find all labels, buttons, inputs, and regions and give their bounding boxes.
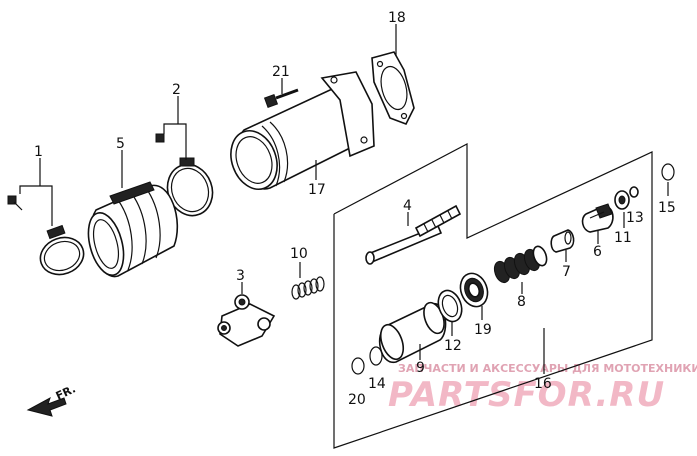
callout-15: 15 — [658, 200, 676, 216]
ring-13 — [629, 186, 639, 198]
shaft-4 — [365, 204, 462, 265]
callout-19: 19 — [474, 322, 492, 338]
spring-8 — [493, 245, 548, 284]
callout-17: 17 — [308, 182, 326, 198]
clamp-2 — [166, 157, 214, 217]
callout-14: 14 — [368, 376, 386, 392]
snapring-14 — [369, 346, 383, 366]
callout-9: 9 — [416, 360, 425, 376]
bracket-2 — [163, 123, 187, 160]
watermark-brand: PARTSFOR.RU — [388, 375, 665, 415]
washer-11 — [614, 190, 630, 210]
callout-11: 11 — [614, 230, 632, 246]
boot-5 — [87, 181, 179, 278]
bolt-2 — [155, 133, 165, 143]
callout-10: 10 — [290, 246, 308, 262]
callout-16: 16 — [534, 376, 552, 392]
bolt-21 — [263, 88, 299, 109]
callout-6: 6 — [593, 244, 602, 260]
spring-10 — [291, 276, 325, 300]
callout-18: 18 — [388, 10, 406, 26]
clamp-1 — [39, 224, 85, 276]
callout-2: 2 — [172, 82, 181, 98]
watermark-text: ЗАПЧАСТИ И АКСЕССУАРЫ ДЛЯ МОТОТЕХНИКИ — [398, 362, 697, 375]
housing-17 — [230, 71, 375, 190]
callout-12: 12 — [444, 338, 462, 354]
callout-5: 5 — [116, 136, 125, 152]
callout-4: 4 — [403, 198, 412, 214]
gasket-18 — [371, 51, 415, 126]
yoke-3 — [217, 294, 276, 347]
front-label: FR. — [54, 382, 78, 402]
bolt-1 — [7, 195, 23, 211]
callout-20: 20 — [348, 392, 366, 408]
ring-12 — [437, 289, 463, 323]
bearing-19 — [459, 272, 489, 308]
callout-3: 3 — [236, 268, 245, 284]
callout-21: 21 — [272, 64, 290, 80]
bush-7 — [550, 229, 575, 253]
callout-13: 13 — [626, 210, 644, 226]
front-direction-arrow — [26, 396, 67, 417]
bracket-1 — [19, 185, 53, 226]
circlip-15 — [661, 163, 675, 181]
callout-7: 7 — [562, 264, 571, 280]
callout-8: 8 — [517, 294, 526, 310]
cup-9 — [378, 301, 447, 363]
callout-1: 1 — [34, 144, 43, 160]
assembly-boundary — [333, 143, 653, 449]
joint-6 — [581, 203, 614, 233]
ring-20 — [351, 357, 365, 375]
